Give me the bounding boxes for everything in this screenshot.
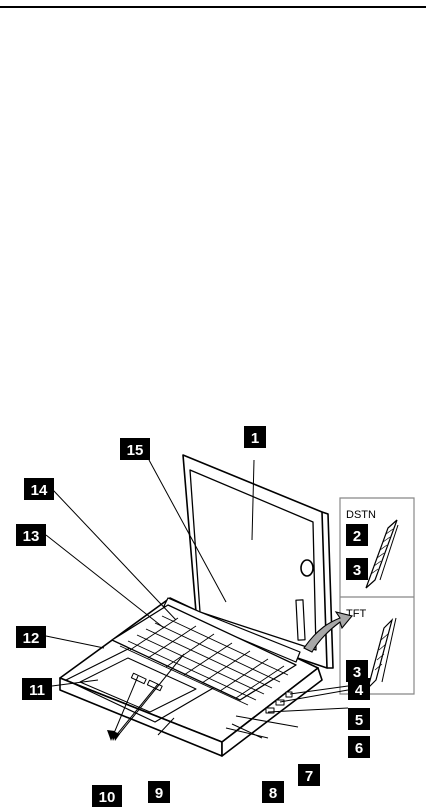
callout-3-tft-label: 3	[353, 664, 361, 681]
inset-label-dstn: DSTN	[346, 509, 376, 521]
lid-latch	[301, 560, 313, 576]
callout-4-label: 4	[355, 682, 364, 699]
callout-11-label: 11	[29, 682, 45, 699]
callout-1-label: 1	[251, 430, 259, 447]
callout-3-dstn-label: 3	[353, 562, 361, 579]
callout-10-label: 10	[99, 789, 116, 806]
callout-8-label: 8	[269, 785, 277, 802]
callout-15-label: 15	[127, 442, 144, 459]
callout-9-label: 9	[155, 785, 163, 802]
callout-6-label: 6	[355, 740, 363, 757]
callout-10-arrowheads	[107, 730, 120, 741]
callout-12-label: 12	[23, 630, 40, 647]
callout-7-label: 7	[305, 768, 313, 785]
callout-2-label: 2	[353, 528, 361, 545]
callout-13-label: 13	[23, 528, 40, 545]
callout-5-label: 5	[355, 712, 363, 729]
callout-14-label: 14	[31, 482, 48, 499]
